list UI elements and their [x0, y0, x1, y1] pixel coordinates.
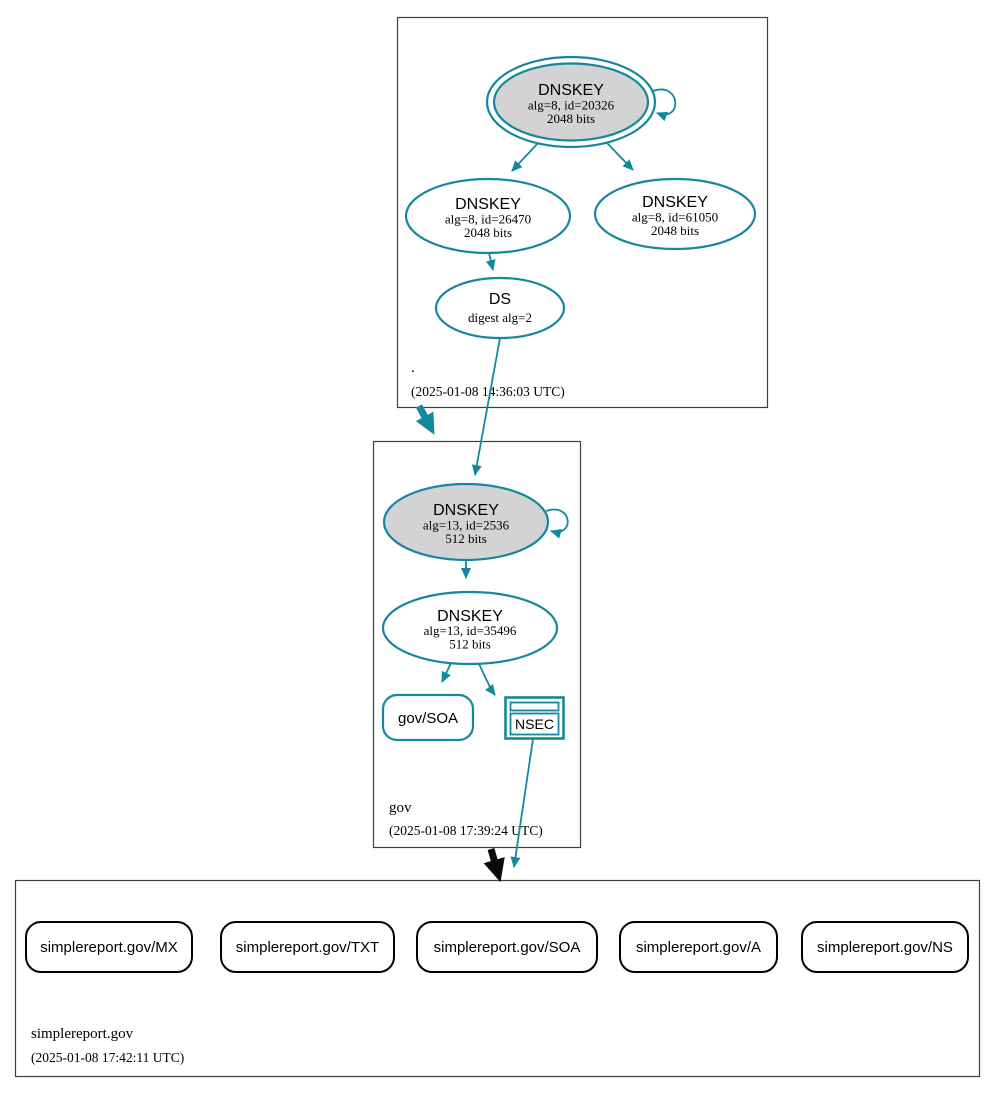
gov-zsk-ellipse [381, 590, 559, 666]
gov-nsec-top-band [509, 701, 560, 712]
node-gov-ksk-2536[interactable]: DNSKEY alg=13, id=2536 512 bits [382, 482, 550, 562]
simplereport-mx-pill [25, 921, 193, 973]
node-root-zsk-61050[interactable]: DNSKEY alg=8, id=61050 2048 bits [593, 177, 757, 251]
edge-gov-zsk-to-nsec [477, 661, 496, 696]
gov-nsec-label: NSEC [515, 716, 554, 732]
root-zsk2-title: DNSKEY [642, 194, 708, 211]
node-simplereport-txt[interactable]: simplereport.gov/TXT [220, 921, 395, 973]
node-simplereport-ns[interactable]: simplereport.gov/NS [801, 921, 969, 973]
zone-timestamp-root: (2025-01-08 14:36:03 UTC) [411, 384, 565, 399]
root-zsk2-bits: 2048 bits [651, 223, 699, 238]
root-zsk1-bits: 2048 bits [464, 225, 512, 240]
root-ksk-detail: alg=8, id=20326 [528, 98, 615, 113]
edge-root-zsk1-to-ds [485, 252, 496, 271]
gov-zsk-bits: 512 bits [449, 637, 491, 652]
simplereport-ns-label: simplereport.gov/NS [817, 939, 953, 956]
gov-zsk-title: DNSKEY [437, 608, 503, 625]
node-gov-soa[interactable]: gov/SOA [381, 693, 475, 742]
node-root-zsk-26470[interactable]: DNSKEY alg=8, id=26470 2048 bits [404, 177, 572, 255]
root-ksk-title: DNSKEY [538, 82, 604, 99]
edge-nsec-to-simplereport [510, 738, 534, 868]
gov-soa-pill [381, 693, 475, 742]
gov-soa-label: gov/SOA [398, 710, 458, 727]
node-simplereport-mx[interactable]: simplereport.gov/MX [25, 921, 193, 973]
node-simplereport-soa[interactable]: simplereport.gov/SOA [416, 921, 598, 973]
root-ds-ellipse [434, 276, 566, 340]
simplereport-soa-pill [416, 921, 598, 973]
zone-box-simplereport [14, 879, 981, 1078]
simplereport-a-pill [619, 921, 778, 973]
node-gov-zsk-35496[interactable]: DNSKEY alg=13, id=35496 512 bits [381, 590, 559, 666]
root-zsk2-detail: alg=8, id=61050 [632, 210, 718, 225]
node-simplereport-a[interactable]: simplereport.gov/A [619, 921, 778, 973]
edge-gov-zsk-to-soa [441, 662, 452, 683]
root-zsk1-detail: alg=8, id=26470 [445, 212, 531, 227]
gov-ksk-ellipse [382, 482, 550, 562]
simplereport-txt-label: simplereport.gov/TXT [236, 939, 379, 956]
root-zsk2-ellipse [593, 177, 757, 251]
node-root-ds[interactable]: DS digest alg=2 [434, 276, 566, 340]
gov-ksk-detail: alg=13, id=2536 [423, 518, 510, 533]
zone-label-root: . [411, 360, 415, 376]
root-zsk1-ellipse [404, 177, 572, 255]
root-zsk1-title: DNSKEY [455, 196, 521, 213]
zone-label-gov: gov [389, 800, 412, 816]
zone-label-simplereport: simplereport.gov [31, 1026, 134, 1042]
root-ds-detail: digest alg=2 [468, 310, 532, 325]
edge-delegation-root-to-gov [415, 404, 435, 435]
edge-gov-ksk-selfsign [545, 508, 569, 539]
zone-timestamp-simplereport: (2025-01-08 17:42:11 UTC) [31, 1050, 184, 1065]
simplereport-mx-label: simplereport.gov/MX [40, 939, 178, 956]
edge-root-ksk-to-zsk2 [606, 142, 634, 171]
node-root-ksk-20326[interactable]: DNSKEY alg=8, id=20326 2048 bits [485, 55, 657, 149]
root-ksk-bits: 2048 bits [547, 111, 595, 126]
simplereport-txt-pill [220, 921, 395, 973]
edge-root-ksk-to-zsk1 [511, 142, 539, 172]
simplereport-soa-label: simplereport.gov/SOA [434, 939, 581, 956]
root-ds-title: DS [489, 291, 511, 308]
gov-ksk-bits: 512 bits [445, 531, 487, 546]
edge-ds-to-gov-ksk [471, 337, 501, 476]
edge-root-ksk-selfsign [652, 88, 677, 122]
simplereport-a-label: simplereport.gov/A [636, 939, 761, 956]
gov-zsk-detail: alg=13, id=35496 [424, 623, 517, 638]
simplereport-ns-pill [801, 921, 969, 973]
gov-ksk-title: DNSKEY [433, 502, 499, 519]
edge-delegation-gov-to-simplereport [483, 848, 505, 883]
gov-nsec-body-rect [509, 712, 560, 736]
node-gov-nsec[interactable]: NSEC [504, 696, 565, 740]
zone-timestamp-gov: (2025-01-08 17:39:24 UTC) [389, 823, 543, 838]
root-ksk-ellipse [492, 62, 650, 142]
